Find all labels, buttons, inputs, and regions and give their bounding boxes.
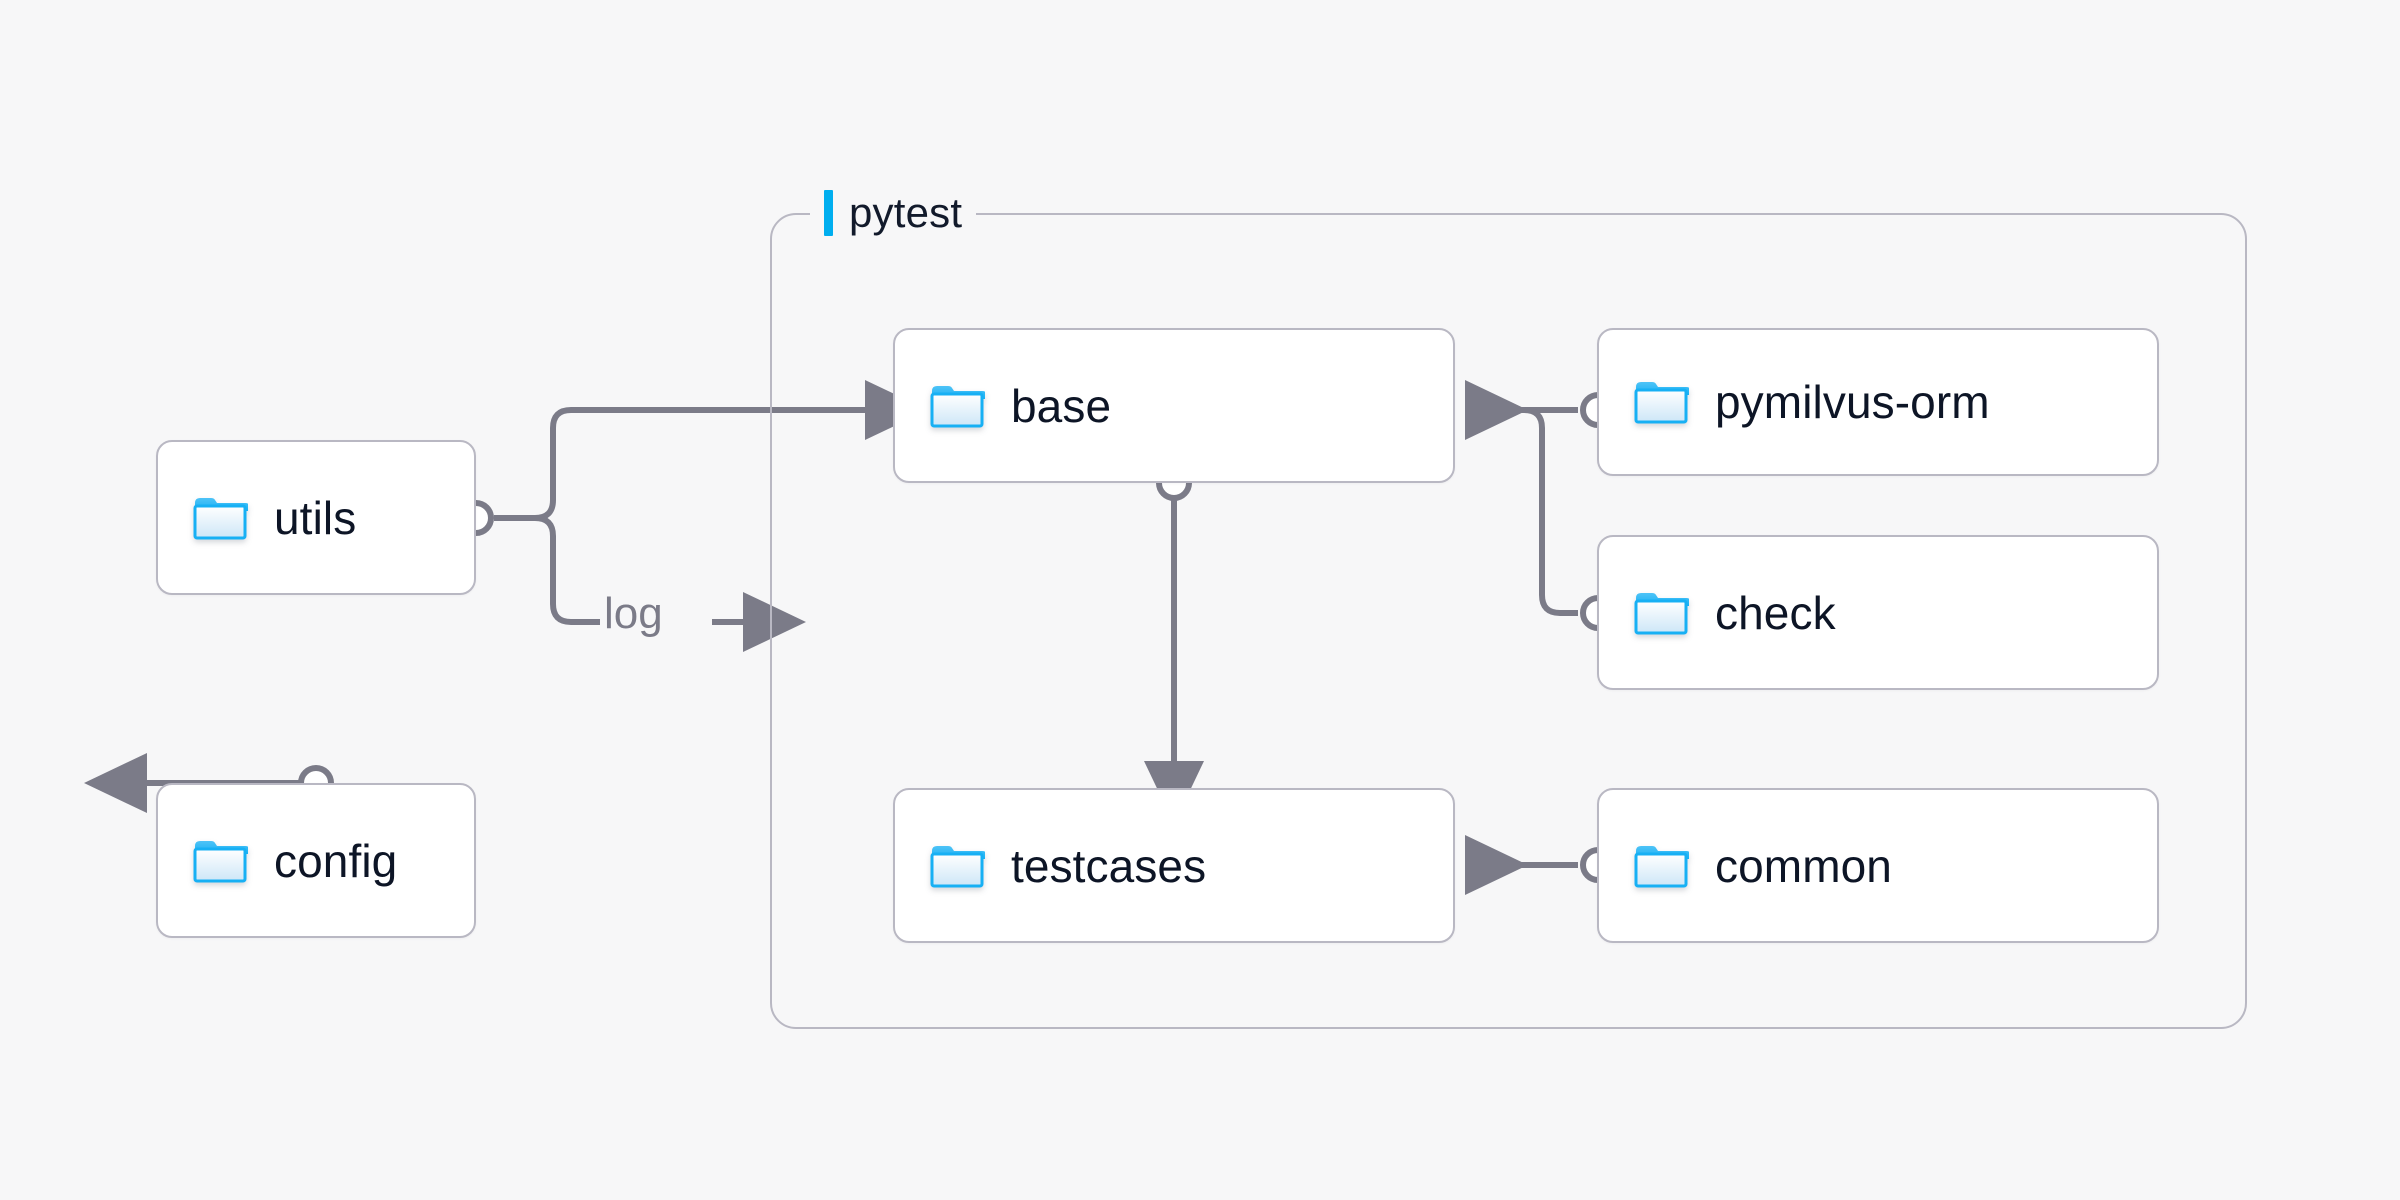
node-check-label: check xyxy=(1715,586,1836,639)
folder-icon xyxy=(1634,382,1689,424)
group-pytest-label: pytest xyxy=(849,189,963,236)
folder-icon xyxy=(930,385,985,427)
node-pymilvus-orm[interactable]: pymilvus-orm xyxy=(1597,328,2159,476)
node-base[interactable]: base xyxy=(893,328,1455,483)
node-config-label: config xyxy=(274,834,398,887)
node-testcases[interactable]: testcases xyxy=(893,788,1455,943)
node-testcases-label: testcases xyxy=(1011,839,1207,892)
node-pymilvus-orm-label: pymilvus-orm xyxy=(1715,376,1990,428)
node-utils[interactable]: utils xyxy=(156,440,476,595)
edge-label-log: log xyxy=(604,589,663,638)
accent-bar-icon xyxy=(824,190,833,236)
folder-icon xyxy=(1634,592,1689,634)
edge-utils-to-log xyxy=(534,515,600,625)
node-base-label: base xyxy=(1011,379,1112,432)
folder-icon xyxy=(193,497,248,539)
folder-icon xyxy=(1634,845,1689,887)
group-pytest-label-wrap: pytest xyxy=(810,186,977,240)
node-utils-label: utils xyxy=(274,491,357,544)
node-config[interactable]: config xyxy=(156,783,476,938)
node-common-label: common xyxy=(1715,839,1892,892)
node-check[interactable]: check xyxy=(1597,535,2159,690)
folder-icon xyxy=(930,845,985,887)
folder-icon xyxy=(193,840,248,882)
node-common[interactable]: common xyxy=(1597,788,2159,943)
group-pytest[interactable] xyxy=(770,213,2247,1029)
